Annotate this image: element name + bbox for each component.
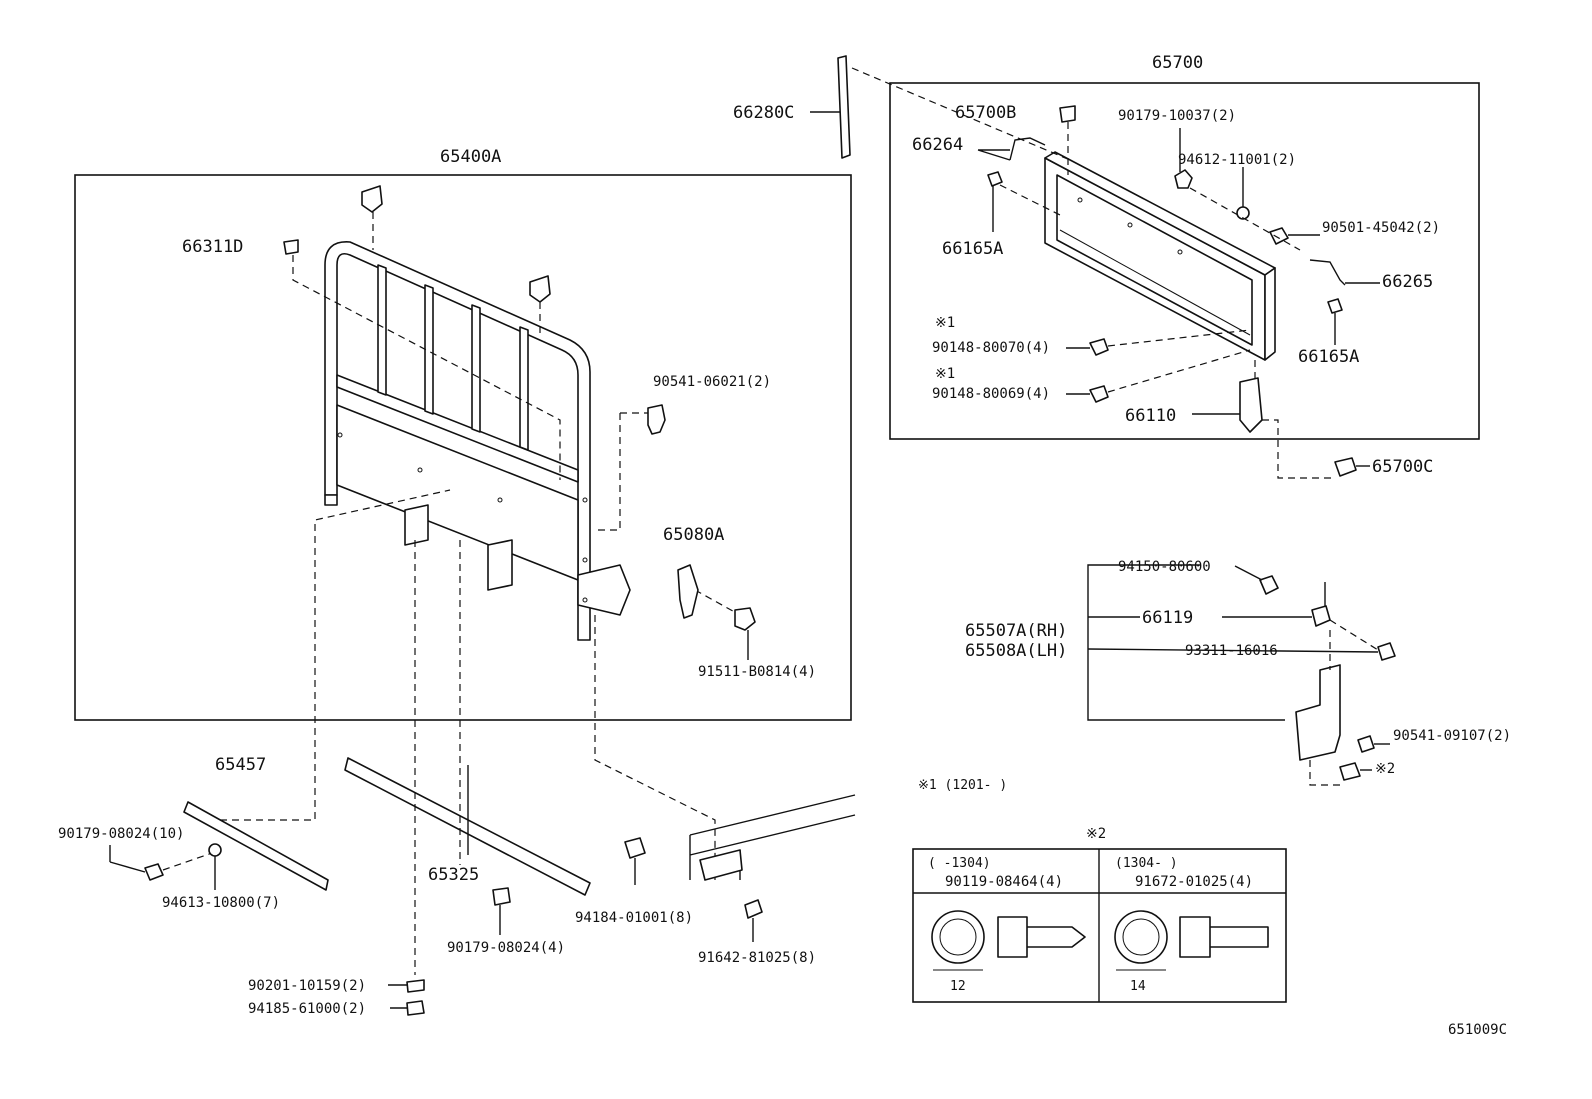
label-65700: 65700 xyxy=(1152,53,1203,73)
label-66311d: 66311D xyxy=(182,237,243,257)
label-90148-80069: 90148-80069(4) xyxy=(932,386,1050,402)
label-66119: 66119 xyxy=(1142,608,1193,628)
cushion-94184-01001 xyxy=(624,837,646,859)
label-90541-09107: 90541-09107(2) xyxy=(1393,728,1511,744)
label-90179-10037: 90179-10037(2) xyxy=(1118,108,1236,124)
label-65457: 65457 xyxy=(215,755,266,775)
label-66265: 66265 xyxy=(1382,272,1433,292)
label-66280c: 66280C xyxy=(733,103,794,123)
cap-part-right xyxy=(529,275,551,303)
collar-66119 xyxy=(1311,605,1331,627)
nut-90179-10037 xyxy=(1174,169,1193,189)
diagram-code: 651009C xyxy=(1448,1022,1507,1038)
box-65400a xyxy=(74,174,852,721)
bolt-90541-09107 xyxy=(1357,735,1375,753)
label-mark1-a: ※1 xyxy=(935,315,955,331)
rail-65457 xyxy=(183,801,329,891)
label-65700b: 65700B xyxy=(955,103,1016,123)
rod-66265 xyxy=(1309,259,1346,286)
panel-65700 xyxy=(1044,151,1276,361)
nut-94185-61000 xyxy=(406,1000,425,1016)
headboard-guard-frame xyxy=(324,241,631,641)
table-col2-range: (1304- ) xyxy=(1115,856,1178,871)
bolt-side-14 xyxy=(1179,916,1269,958)
clip-66311d xyxy=(283,239,299,255)
label-94185-61000: 94185-61000(2) xyxy=(248,1001,366,1017)
label-90501-45042: 90501-45042(2) xyxy=(1322,220,1440,236)
label-65325: 65325 xyxy=(428,865,479,885)
label-65700c: 65700C xyxy=(1372,457,1433,477)
pin-66165a-right xyxy=(1327,298,1343,314)
label-65080a: 65080A xyxy=(663,525,724,545)
bolt-65700c xyxy=(1334,457,1357,477)
label-90201-10159: 90201-10159(2) xyxy=(248,978,366,994)
hinge-66110 xyxy=(1239,377,1263,433)
label-93311-16016: 93311-16016 xyxy=(1185,643,1278,659)
label-90179-08024-4: 90179-08024(4) xyxy=(447,940,565,956)
bolt-side-12 xyxy=(997,916,1086,958)
dash-65325-right xyxy=(594,615,716,880)
label-66264: 66264 xyxy=(912,135,963,155)
pin-66165a-left xyxy=(987,171,1003,187)
label-mark1-b: ※1 xyxy=(935,366,955,382)
table-col2-dim: 14 xyxy=(1130,979,1146,994)
bolt-90541-06021 xyxy=(647,404,666,435)
nut-94150-80600 xyxy=(1259,575,1279,595)
bolt-93311-16016 xyxy=(1377,642,1396,661)
nut-90179-08024-10 xyxy=(144,863,164,881)
dash-91511 xyxy=(694,589,741,616)
bolt-91642-81025 xyxy=(744,899,763,919)
bolt-91511-b0814 xyxy=(734,607,756,631)
cap-part-left xyxy=(361,185,383,213)
label-66110: 66110 xyxy=(1125,406,1176,426)
table-col2-part: 91672-01025(4) xyxy=(1135,874,1253,890)
table-col1-range: ( -1304) xyxy=(928,856,991,871)
label-65507a: 65507A(RH) xyxy=(965,621,1067,641)
label-94613-10800: 94613-10800(7) xyxy=(162,895,280,911)
bolt-mark2 xyxy=(1339,762,1361,781)
bolt-90148-80070 xyxy=(1089,338,1109,356)
label-90148-80070: 90148-80070(4) xyxy=(932,340,1050,356)
label-94184-01001: 94184-01001(8) xyxy=(575,910,693,926)
label-mark2: ※2 xyxy=(1375,761,1395,777)
dash-66280c xyxy=(851,67,1071,161)
label-91642-81025: 91642-81025(8) xyxy=(698,950,816,966)
side-frame xyxy=(689,794,856,880)
bracket-65507a xyxy=(1087,564,1285,721)
label-65400a: 65400A xyxy=(440,147,501,167)
table-col1-part: 90119-08464(4) xyxy=(945,874,1063,890)
spring-90501-45042 xyxy=(1269,227,1289,245)
label-65508a: 65508A(LH) xyxy=(965,641,1067,661)
washer-94613-10800 xyxy=(208,843,222,857)
latch-65080a xyxy=(677,564,699,619)
label-66165a-right: 66165A xyxy=(1298,347,1359,367)
bolt-90148-80069 xyxy=(1089,385,1109,403)
grommet-90179-08024-4 xyxy=(492,887,511,906)
label-note2-title: ※2 xyxy=(1086,826,1106,842)
hinge-65507a xyxy=(1295,664,1341,761)
dash-66311d xyxy=(292,255,561,480)
dash-90541-06021 xyxy=(595,412,648,531)
label-94150-80600: 94150-80600 xyxy=(1118,559,1211,575)
label-90541-06021: 90541-06021(2) xyxy=(653,374,771,390)
label-94612-11001: 94612-11001(2) xyxy=(1178,152,1296,168)
box-65700 xyxy=(889,82,1480,440)
label-66165a-left: 66165A xyxy=(942,239,1003,259)
label-91511-b0814: 91511-B0814(4) xyxy=(698,664,816,680)
table-col1-dim: 12 xyxy=(950,979,966,994)
label-90179-08024-10: 90179-08024(10) xyxy=(58,826,184,842)
nut-90201-10159 xyxy=(406,979,425,993)
rod-66280c xyxy=(837,55,851,159)
clip-65700b xyxy=(1059,105,1076,123)
label-note1: ※1 (1201- ) xyxy=(918,778,1007,793)
rod-66264 xyxy=(1009,137,1046,161)
